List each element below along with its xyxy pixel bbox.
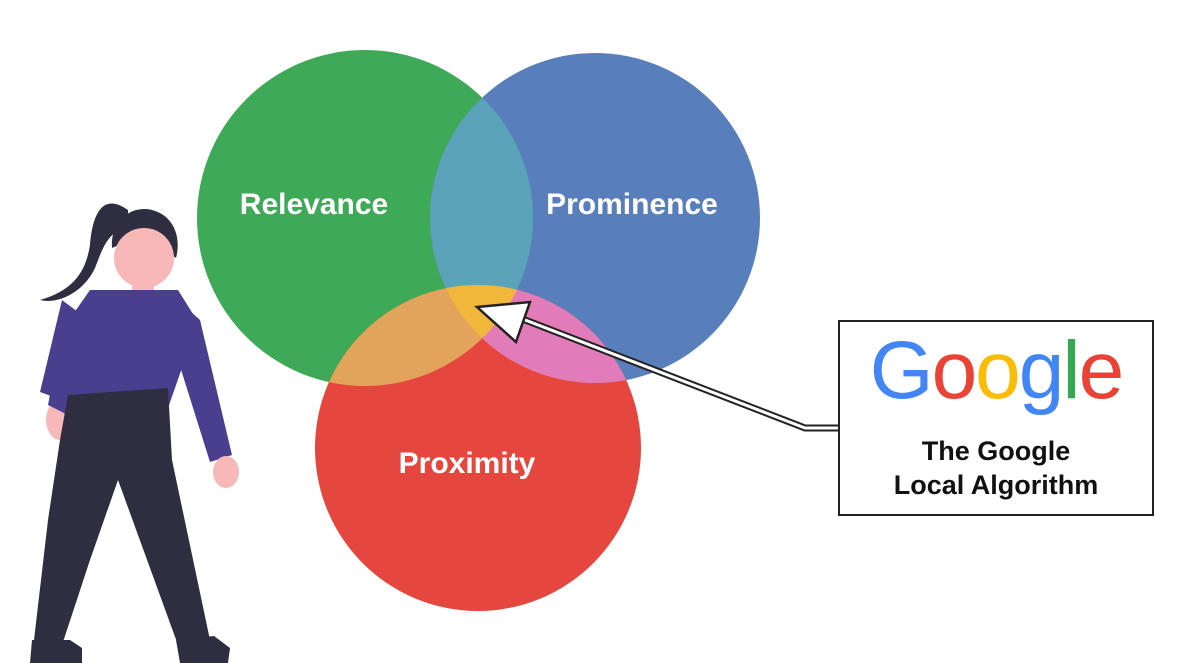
ponytail [40, 203, 128, 301]
google-logo-letter: o [931, 325, 978, 416]
callout-arrow [474, 300, 838, 432]
shoe-right [176, 636, 230, 663]
callout-title-line1: The Google [921, 436, 1071, 466]
google-logo-letter: G [869, 325, 934, 416]
google-callout-box: Google The Google Local Algorithm [838, 320, 1154, 516]
arrow-head [474, 300, 532, 345]
google-logo: Google [840, 330, 1152, 412]
pants [34, 388, 210, 645]
right-hand [213, 456, 239, 488]
google-logo-letter: e [1078, 325, 1125, 416]
proximity-label: Proximity [399, 447, 536, 480]
shirt [48, 290, 198, 415]
google-logo-letter: g [1018, 325, 1065, 416]
shoe-left [30, 640, 82, 663]
woman-illustration [30, 203, 239, 663]
google-logo-letter: l [1062, 325, 1080, 416]
google-logo-letter: o [975, 325, 1021, 416]
face [114, 228, 174, 288]
overlap-relevance-proximity [315, 285, 533, 386]
overlap-prominence-proximity [430, 285, 641, 383]
prominence-label: Prominence [546, 188, 718, 221]
callout-title-line2: Local Algorithm [893, 470, 1099, 500]
relevance-label: Relevance [240, 188, 388, 221]
